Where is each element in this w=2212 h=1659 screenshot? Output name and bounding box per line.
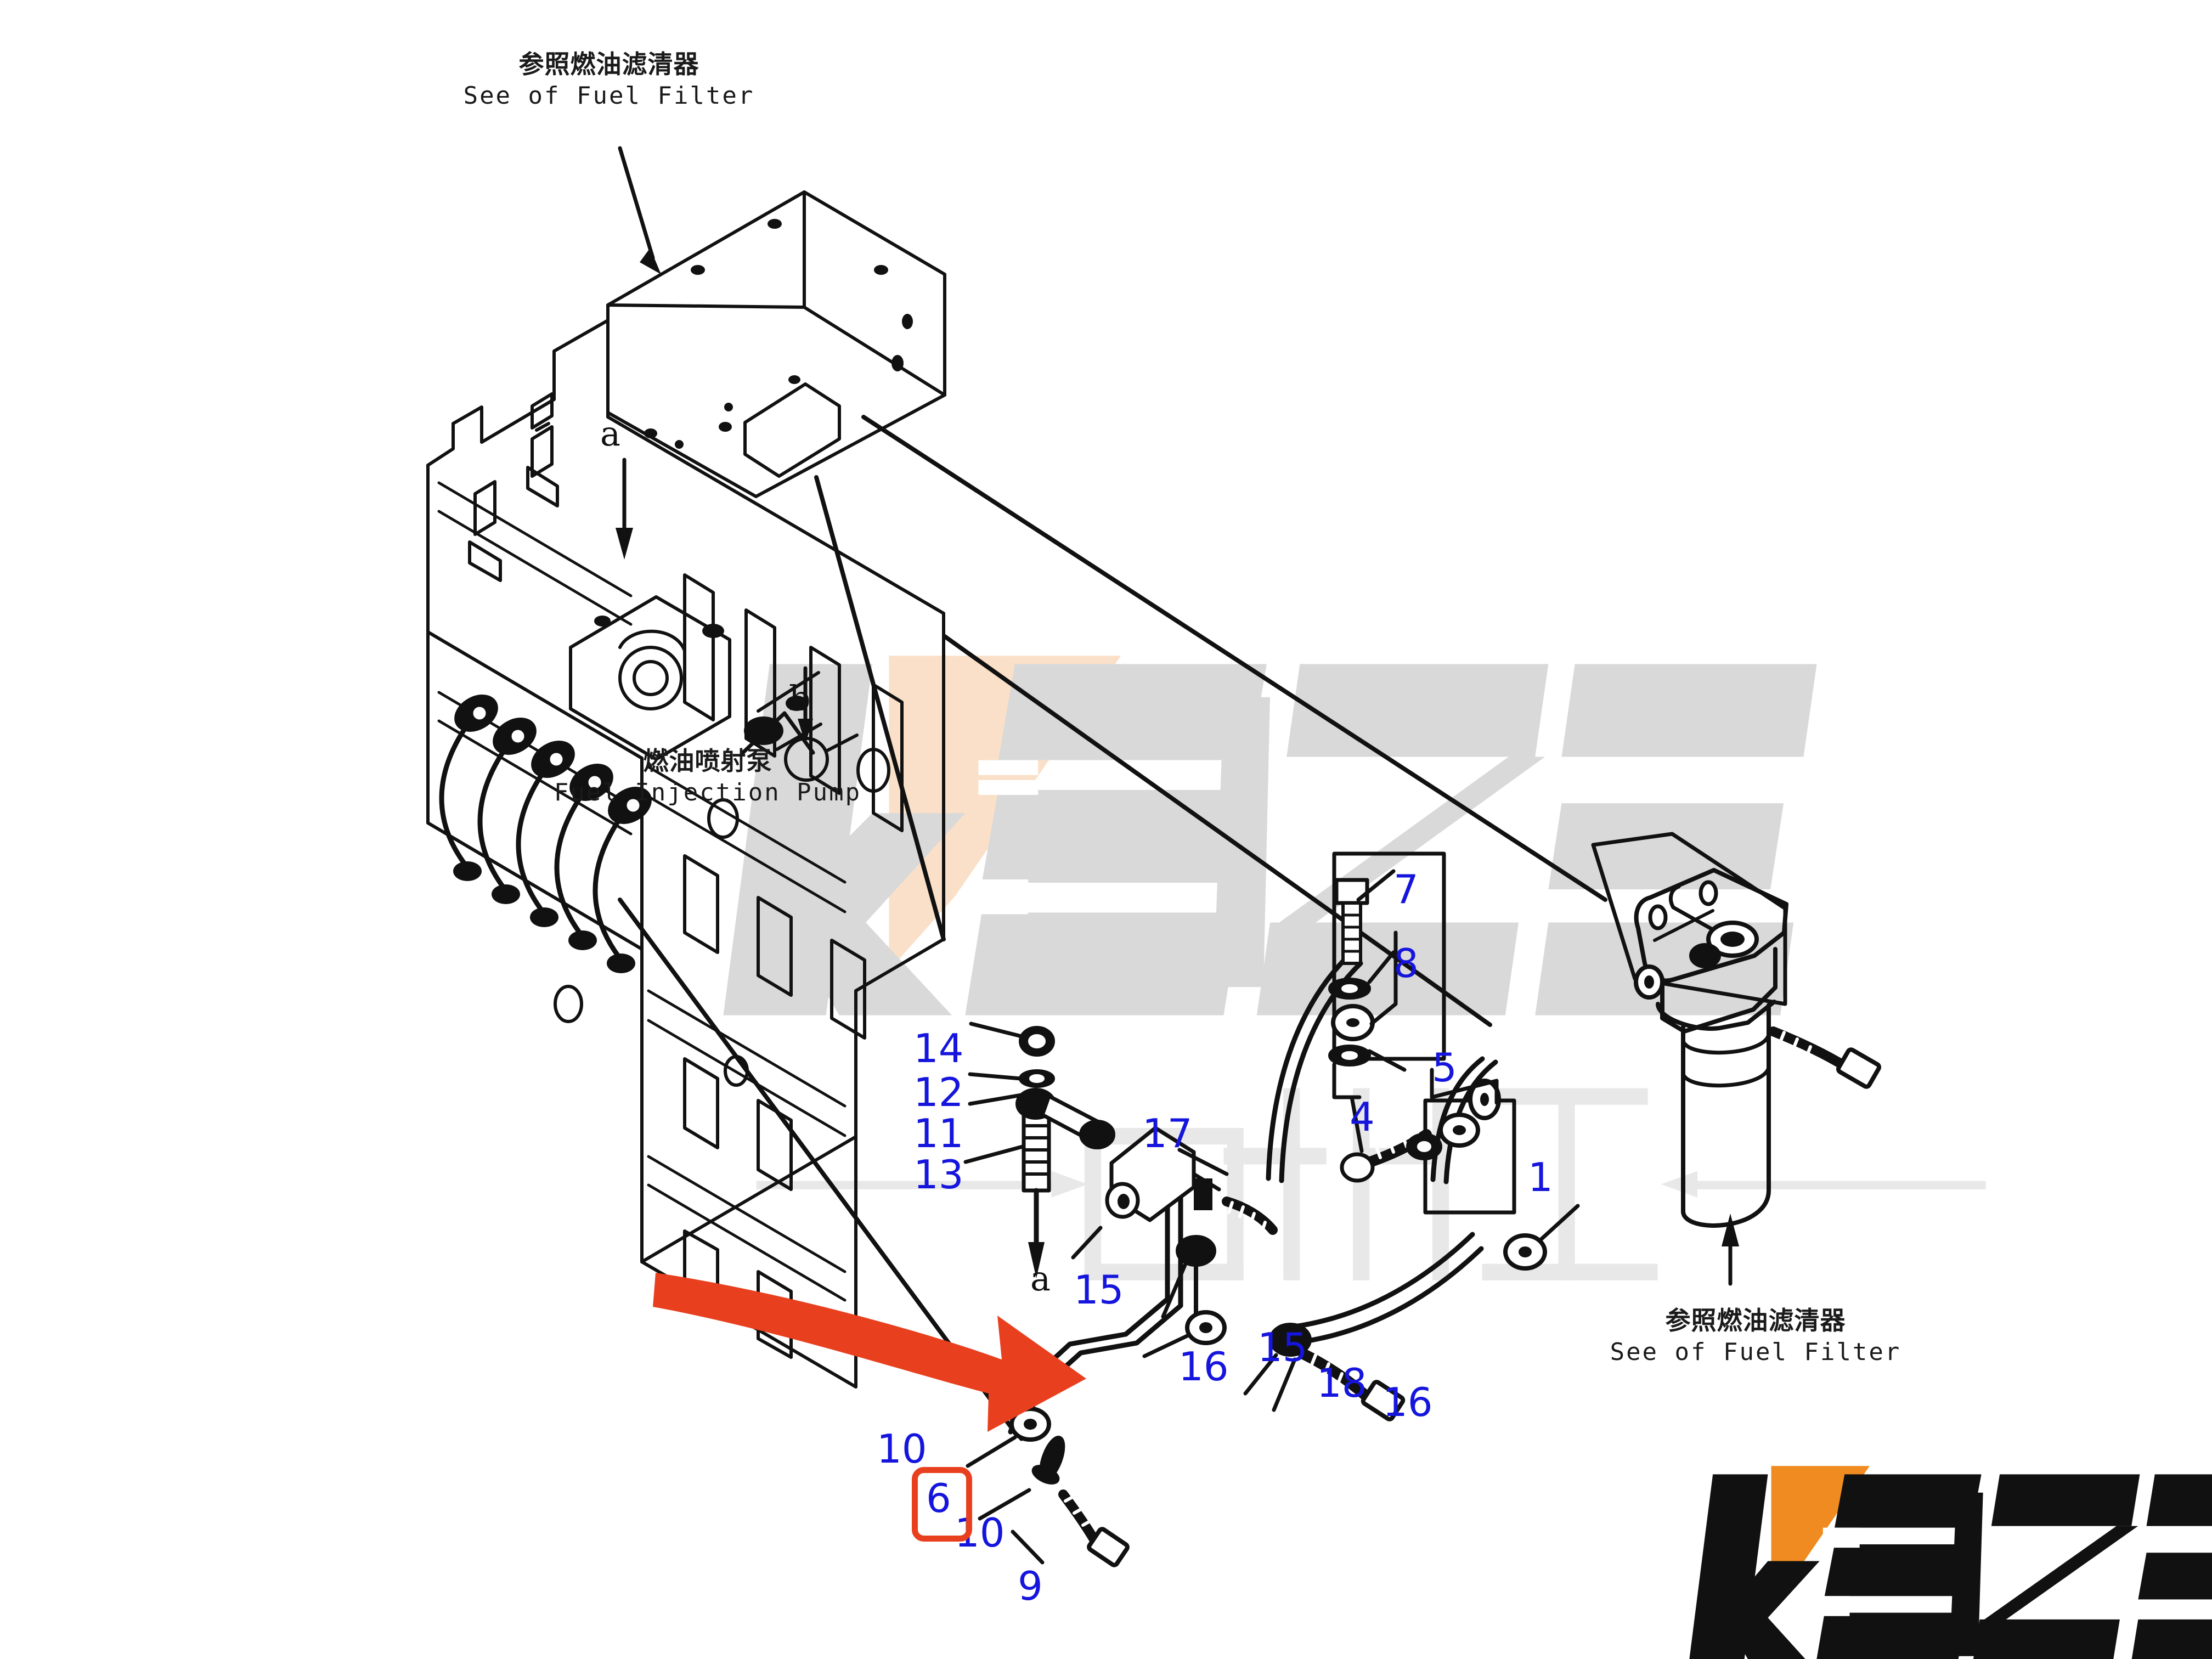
callout-15-b[interactable]: 15: [1257, 1324, 1308, 1370]
part-eye-fitting-upper: [1015, 1088, 1115, 1149]
part-10-6-9-cluster: [966, 1407, 1130, 1567]
note-fuel-injection-pump: 燃油喷射泵 Fuel Injection Pump: [543, 745, 872, 808]
callout-10-a[interactable]: 10: [877, 1426, 927, 1472]
callout-16-b[interactable]: 16: [1383, 1379, 1433, 1425]
callout-9[interactable]: 9: [1018, 1563, 1043, 1609]
part-11-13-stud: [1022, 1113, 1051, 1278]
long-leaders: [618, 415, 1607, 1429]
note-filter-fuel-filter: 参照燃油滤清器 See of Fuel Filter: [1580, 1305, 1931, 1368]
callout-5[interactable]: 5: [1432, 1045, 1457, 1091]
note-pump-en: Fuel Injection Pump: [554, 778, 862, 806]
callout-14[interactable]: 14: [913, 1025, 964, 1071]
note-pump-cn: 燃油喷射泵: [643, 746, 772, 776]
note-top-cn: 参照燃油滤清器: [518, 49, 699, 79]
section-a-arrow-top: [616, 458, 633, 560]
part-1-eye-nut: [1503, 1204, 1580, 1271]
callout-4[interactable]: 4: [1350, 1094, 1375, 1140]
note-top-fuel-filter: 参照燃油滤清器 See of Fuel Filter: [417, 48, 801, 111]
callout-8[interactable]: 8: [1393, 940, 1419, 986]
mount-plate-filter: [1591, 832, 1787, 1006]
callout-7[interactable]: 7: [1393, 866, 1419, 912]
callout-13[interactable]: 13: [913, 1152, 964, 1198]
callout-11[interactable]: 11: [913, 1110, 964, 1156]
part-18-cluster: [1142, 1310, 1406, 1421]
callout-18[interactable]: 18: [1317, 1360, 1367, 1406]
note-filter-en: See of Fuel Filter: [1610, 1338, 1901, 1366]
callout-16-a[interactable]: 16: [1178, 1344, 1229, 1390]
part-15-16-bolt-a: [1222, 1197, 1278, 1235]
part-14-nut: [1019, 1026, 1055, 1057]
section-b-arrow: [798, 666, 813, 744]
leader-top-note: [618, 146, 661, 274]
note-filter-cn: 参照燃油滤清器: [1665, 1306, 1846, 1335]
part-7-bolt: [1334, 869, 1396, 965]
section-label-a-bottom: a: [1030, 1259, 1051, 1299]
callout-12[interactable]: 12: [913, 1069, 964, 1115]
part-5-washers: [1406, 1068, 1501, 1160]
part-17-banjo-block: [1071, 1126, 1229, 1260]
note-top-en: See of Fuel Filter: [463, 81, 755, 110]
callout-1[interactable]: 1: [1528, 1154, 1553, 1200]
fuel-filter-assembly: [1634, 868, 1882, 1286]
callout-15-a[interactable]: 15: [1074, 1267, 1124, 1313]
part-8-washers: [1328, 930, 1407, 1099]
callout-10-b[interactable]: 10: [955, 1510, 1005, 1556]
section-label-b: b: [789, 678, 811, 718]
section-label-a-top: a: [600, 414, 620, 454]
part-4-bolt: [1340, 1095, 1432, 1183]
callout-6-highlighted[interactable]: 6: [926, 1475, 951, 1521]
engine-block: [426, 190, 946, 1389]
red-highlight-arrow: [653, 1273, 1086, 1432]
callout-17[interactable]: 17: [1142, 1110, 1193, 1156]
